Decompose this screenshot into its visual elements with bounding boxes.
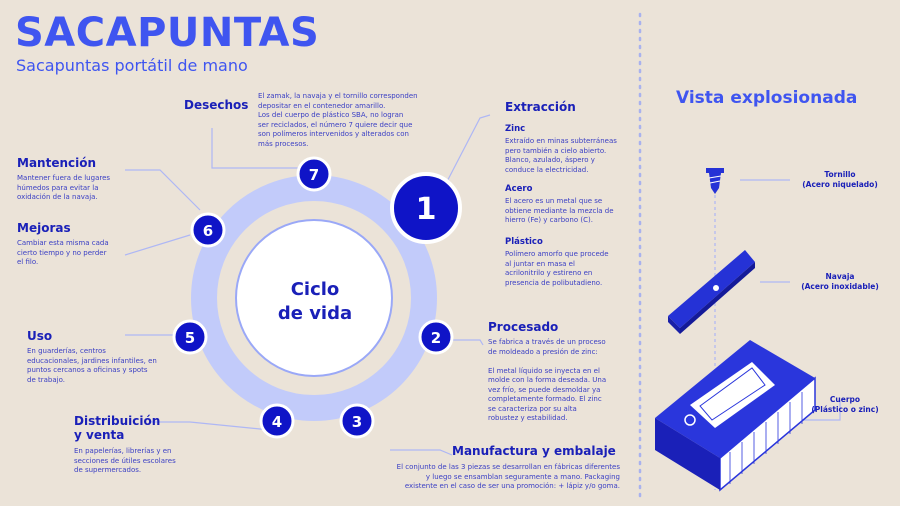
acero-heading: Acero	[505, 184, 533, 194]
step-3-heading: Manufactura y embalaje	[452, 444, 616, 458]
step-2-text: Se fabrica a través de un proceso de mol…	[488, 338, 607, 422]
step-7-heading: Desechos	[184, 98, 249, 112]
part-label-navaja: Navaja (Acero inoxidable)	[801, 272, 879, 291]
page-subtitle: Sacapuntas portátil de mano	[16, 56, 248, 75]
step-6-text: Cambiar esta misma cada cierto tiempo y …	[17, 239, 109, 266]
step-1-heading: Extracción	[505, 100, 576, 114]
part-label-cuerpo: Cuerpo (Plástico o zinc)	[811, 395, 879, 414]
step-number-7: 7	[309, 166, 319, 184]
blade-icon	[668, 250, 755, 334]
step-6-heading: Mejoras	[17, 221, 71, 235]
step-number-2: 2	[431, 329, 441, 347]
cycle-center-label: Ciclo de vida	[277, 279, 353, 324]
maintenance-text: Mantener fuera de lugares húmedos para e…	[17, 174, 111, 201]
plastico-text: Polímero amorfo que procede al juntar en…	[505, 250, 609, 287]
step-5-text: En guarderías, centros educacionales, ja…	[27, 347, 157, 384]
step-markers	[172, 156, 462, 439]
maintenance-heading: Mantención	[17, 156, 97, 170]
step-5-heading: Uso	[27, 329, 53, 343]
step-number-5: 5	[185, 329, 195, 347]
plastico-heading: Plástico	[505, 237, 543, 247]
zinc-heading: Zinc	[505, 124, 526, 134]
sharpener-body-icon	[655, 340, 816, 492]
acero-text: El acero es un metal que se obtiene medi…	[505, 197, 614, 224]
step-7-text: El zamak, la navaja y el tornillo corres…	[258, 92, 418, 148]
step-2-heading: Procesado	[488, 320, 559, 334]
step-4-text: En papelerías, librerías y en secciones …	[74, 447, 176, 474]
exploded-view-title: Vista explosionada	[676, 88, 858, 108]
step-4-heading: Distribuición y venta	[74, 414, 161, 442]
step-number-4: 4	[272, 413, 282, 431]
step-number-6: 6	[203, 222, 213, 240]
zinc-text: Extraído en minas subterráneas pero tamb…	[505, 137, 617, 174]
step-number-1: 1	[416, 192, 437, 227]
step-3-text: El conjunto de las 3 piezas se desarroll…	[396, 463, 620, 490]
screw-icon	[706, 168, 724, 194]
page-title: SACAPUNTAS	[15, 10, 320, 56]
part-label-tornillo: Tornillo (Acero niquelado)	[802, 170, 878, 189]
step-number-3: 3	[352, 413, 362, 431]
